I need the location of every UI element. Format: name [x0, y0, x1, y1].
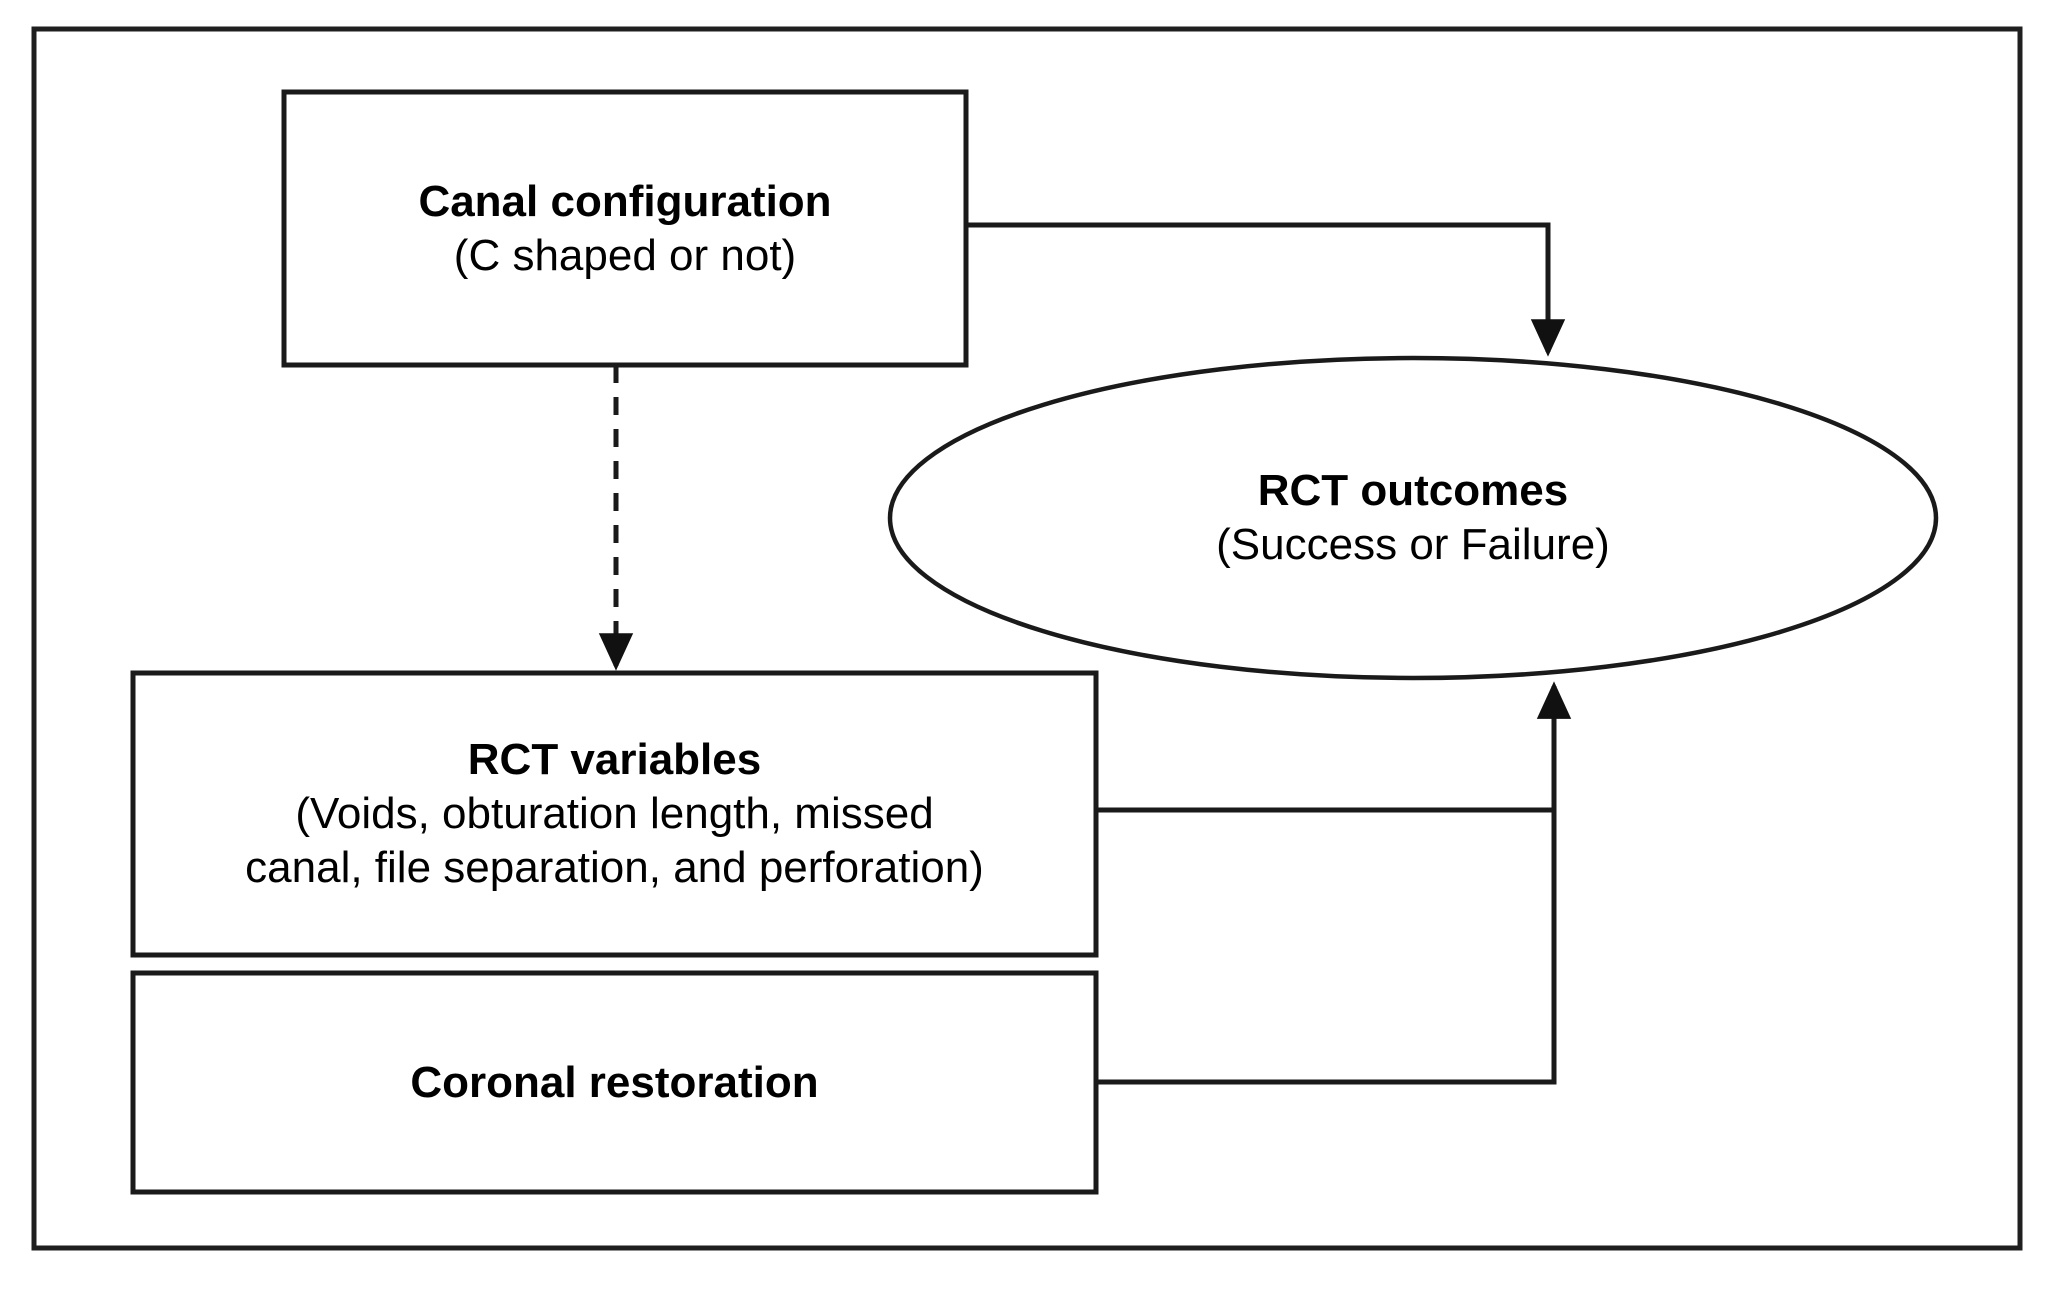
- edge-canal-to-outcomes: [966, 222, 1566, 357]
- node-shape-coronal-restoration[interactable]: [130, 970, 1099, 1195]
- edge-restoration-to-outcomes: [1096, 810, 1557, 1085]
- outer-frame: [31, 26, 2023, 1251]
- edge-variables-to-outcomes: [1096, 681, 1572, 813]
- node-shape-canal-configuration[interactable]: [281, 89, 969, 368]
- node-shape-rct-variables[interactable]: [130, 670, 1099, 958]
- node-shape-rct-outcomes[interactable]: [887, 355, 1939, 681]
